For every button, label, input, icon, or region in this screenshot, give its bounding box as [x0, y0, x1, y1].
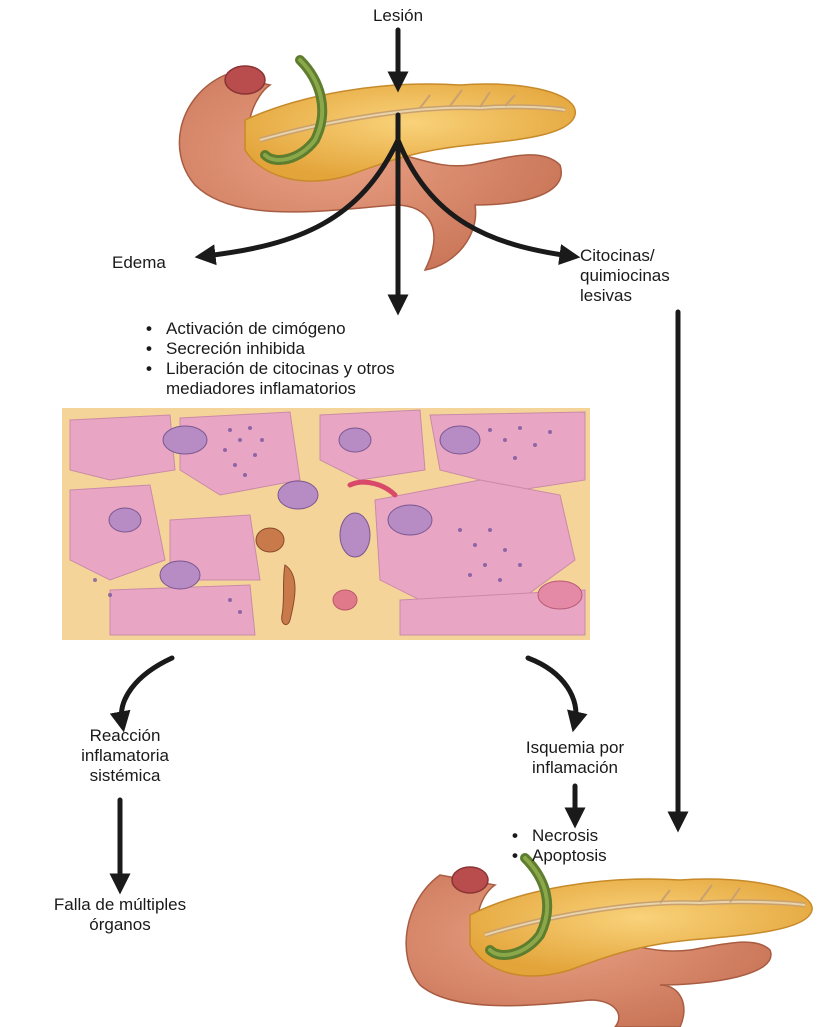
acinar-tissue-illustration — [62, 408, 590, 640]
cell-death-item: Apoptosis — [506, 846, 607, 866]
pancreas-bottom-illustration — [406, 858, 812, 1027]
mechanisms-list: Activación de cimógeno Secreción inhibid… — [140, 319, 395, 379]
label-systemic-line-1: Reacción — [50, 726, 200, 746]
label-cytokines-line-2: quimiocinas — [580, 266, 670, 286]
mechanism-item: Liberación de citocinas y otros — [140, 359, 395, 379]
label-systemic-line-3: sistémica — [50, 766, 200, 786]
cell-death-list: Necrosis Apoptosis — [506, 826, 607, 866]
mechanism-item: Activación de cimógeno — [140, 319, 395, 339]
arrow-to-systemic-reaction — [121, 658, 172, 722]
pancreas-top-illustration — [179, 60, 575, 270]
label-ischemia: Isquemia por inflamación — [492, 738, 658, 778]
arrow-to-ischemia — [528, 658, 576, 722]
label-ischemia-line-2: inflamación — [492, 758, 658, 778]
label-systemic-reaction: Reacción inflamatoria sistémica — [50, 726, 200, 786]
label-cytokines: Citocinas/ quimiocinas lesivas — [580, 246, 670, 306]
label-edema: Edema — [112, 253, 166, 273]
label-organ-failure: Falla de múltiples órganos — [10, 895, 230, 935]
mechanism-item: Secreción inhibida — [140, 339, 395, 359]
mechanism-item-continuation: mediadores inflamatorios — [166, 379, 356, 399]
label-organ-failure-line-2: órganos — [10, 915, 230, 935]
label-lesion: Lesión — [348, 6, 448, 26]
label-organ-failure-line-1: Falla de múltiples — [10, 895, 230, 915]
label-systemic-line-2: inflamatoria — [50, 746, 200, 766]
label-ischemia-line-1: Isquemia por — [492, 738, 658, 758]
label-cytokines-line-1: Citocinas/ — [580, 246, 670, 266]
cell-death-item: Necrosis — [506, 826, 607, 846]
label-cytokines-line-3: lesivas — [580, 286, 670, 306]
